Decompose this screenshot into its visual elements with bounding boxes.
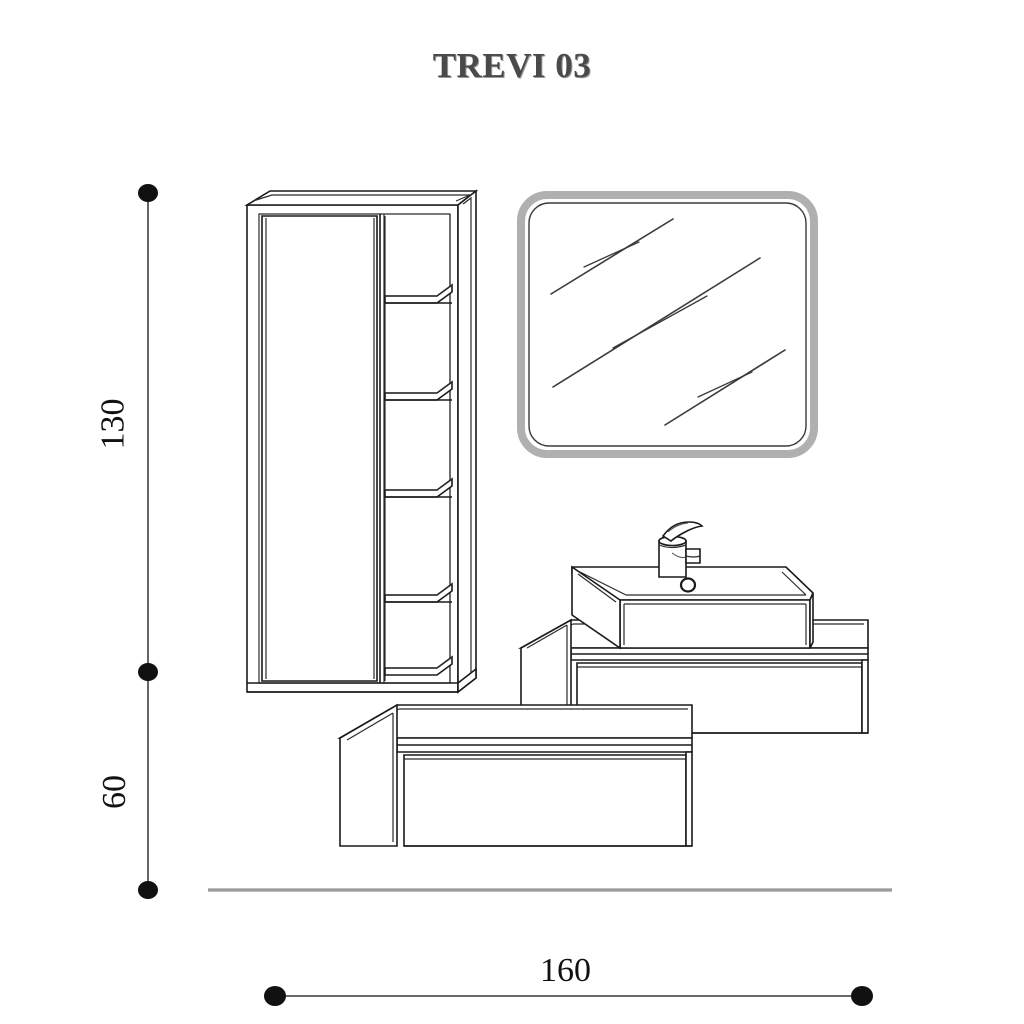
dim-node-bottom [138, 881, 158, 899]
basin-overflow-hole [679, 577, 697, 593]
cabinet-right-side [457, 189, 477, 694]
vanity-unit-left [337, 703, 693, 847]
faucet-spout [685, 548, 701, 564]
cabinet-shelf [384, 283, 453, 304]
dim-node-top [138, 184, 158, 202]
horizontal-dimension-line [264, 986, 873, 1006]
faucet [658, 521, 704, 578]
basin-front-face [619, 599, 811, 649]
mirror-reflection-streak [664, 349, 786, 426]
vanity-right-right-edge [861, 659, 869, 734]
mirror-reflection-streak [552, 257, 761, 388]
cabinet-shelf [384, 582, 453, 603]
faucet-lever[interactable] [661, 521, 704, 542]
mirror-frame-inner-edge [528, 202, 807, 447]
vanity-left-right-edge [685, 751, 693, 847]
cabinet-top-face [244, 190, 479, 206]
dim-node-right [851, 986, 873, 1006]
dimension-label-height-upper: 130 [94, 398, 132, 450]
basin-left-side [571, 565, 621, 650]
dim-node-middle [138, 663, 158, 681]
vanity-left-drawer-front[interactable] [403, 754, 687, 847]
cabinet-shelf [384, 477, 453, 498]
cabinet-shelf [384, 380, 453, 401]
vertical-dimension-line [138, 184, 158, 899]
washbasin [571, 565, 814, 650]
basin-right-side [809, 592, 814, 649]
dimension-label-height-lower: 60 [96, 775, 133, 809]
page-title: TREVI 03 [432, 46, 592, 85]
vanity-left-left-side [339, 703, 398, 847]
mirror-reflection-streak [550, 218, 674, 295]
mirror [517, 191, 818, 458]
dim-node-left [264, 986, 286, 1006]
cabinet-door-panel[interactable] [261, 215, 378, 682]
tall-cabinet [244, 189, 479, 694]
dimension-label-width: 160 [540, 952, 591, 989]
